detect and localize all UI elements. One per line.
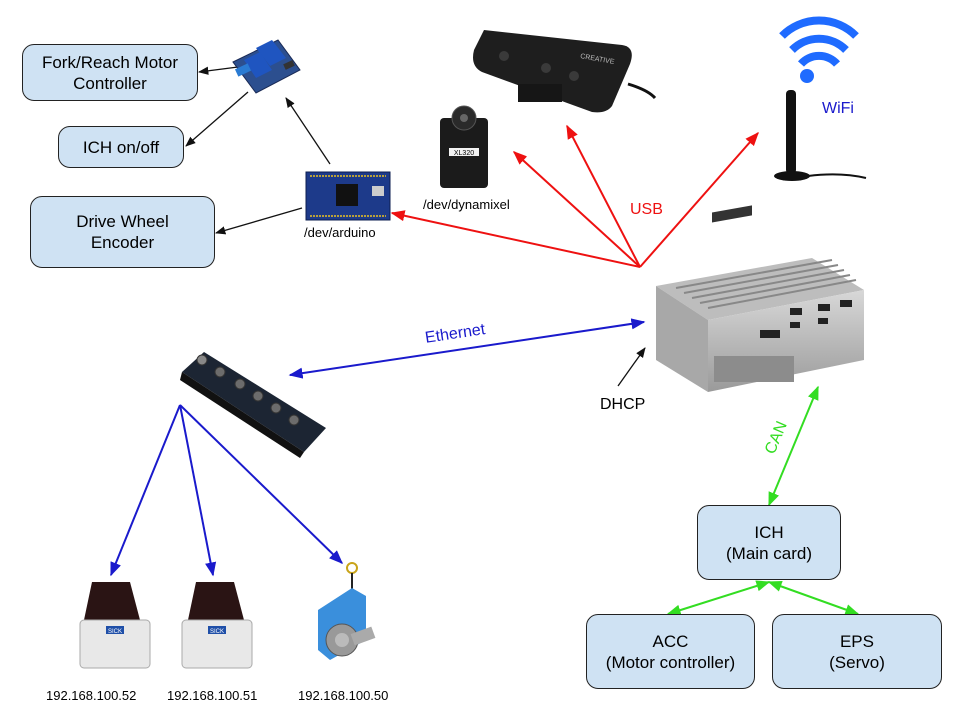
wifi-label: WiFi bbox=[822, 100, 854, 117]
dynamixel-servo-icon: XL320 bbox=[440, 105, 488, 188]
dhcp-label: DHCP bbox=[600, 396, 646, 413]
industrial-pc-icon bbox=[656, 205, 864, 392]
lidar-scanner-icon: SICK bbox=[181, 582, 253, 669]
can-arrow-acc bbox=[666, 580, 771, 616]
draw-wire-sensor-icon bbox=[318, 562, 376, 660]
eth-arrow-sensor-50 bbox=[179, 404, 344, 564]
arrow-relay-to-ich-onoff bbox=[185, 91, 249, 147]
ip-label-50: 192.168.100.50 bbox=[298, 688, 389, 703]
ethernet-io-hub-icon bbox=[180, 352, 326, 458]
arrow-dhcp-to-pc bbox=[617, 347, 646, 387]
drive-wheel-encoder-box: Drive Wheel Encoder bbox=[30, 196, 215, 268]
ich-onoff-box: ICH on/off bbox=[58, 126, 184, 168]
can-arrow-eps bbox=[767, 580, 860, 616]
usb-arrow-arduino bbox=[390, 210, 641, 268]
ethernet-arrow bbox=[288, 318, 646, 379]
lidar-brand-text-a: SICK bbox=[108, 629, 122, 635]
arrow-relay-to-fork bbox=[197, 66, 239, 75]
arrow-arduino-to-encoder bbox=[215, 207, 303, 235]
arrow-arduino-to-relay bbox=[285, 97, 331, 165]
arduino-device-label: /dev/arduino bbox=[304, 225, 376, 240]
eth-arrow-lidar-52 bbox=[110, 404, 181, 577]
dynamixel-device-label: /dev/dynamixel bbox=[423, 197, 510, 212]
usb-arrow-wifi bbox=[639, 131, 759, 268]
ich-main-card-box: ICH (Main card) bbox=[697, 505, 841, 580]
eth-arrow-lidar-51 bbox=[179, 404, 217, 577]
depth-camera-icon: CREATIVE bbox=[473, 30, 657, 113]
lidar-brand-text-b: SICK bbox=[210, 629, 224, 635]
acc-motor-controller-box: ACC (Motor controller) bbox=[586, 614, 755, 689]
servo-brand-text: XL320 bbox=[454, 150, 474, 157]
usb-label: USB bbox=[630, 201, 663, 218]
lidar-scanner-icon: SICK bbox=[79, 582, 151, 669]
usb-arrow-camera bbox=[566, 124, 641, 268]
wifi-antenna-icon bbox=[774, 16, 867, 181]
usb-arrow-dynamixel bbox=[512, 151, 641, 268]
can-arrow bbox=[768, 385, 819, 507]
arduino-board-icon bbox=[305, 171, 391, 221]
eps-servo-box: EPS (Servo) bbox=[772, 614, 942, 689]
ip-label-51: 192.168.100.51 bbox=[167, 688, 258, 703]
ip-label-52: 192.168.100.52 bbox=[46, 688, 137, 703]
relay-module-icon bbox=[232, 39, 301, 94]
fork-reach-motor-controller-box: Fork/Reach Motor Controller bbox=[22, 44, 198, 101]
